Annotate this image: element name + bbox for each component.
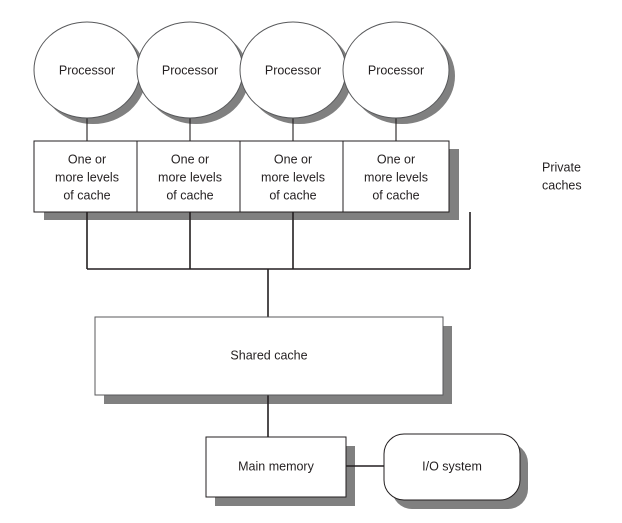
cache-1-box[interactable] bbox=[33, 140, 141, 213]
private-cache-group: One or more levels of cache One or more … bbox=[33, 140, 450, 213]
cache-2-line-3: of cache bbox=[166, 188, 213, 202]
cache-3-box[interactable] bbox=[239, 140, 347, 213]
cache-4-line-1: One or bbox=[377, 152, 415, 166]
cache-1-line-1: One or bbox=[68, 152, 106, 166]
main-memory-label: Main memory bbox=[238, 459, 314, 473]
private-caches-annotation: Private caches bbox=[542, 160, 582, 192]
cache-4-line-2: more levels bbox=[364, 170, 428, 184]
cache-4-line-3: of cache bbox=[372, 188, 419, 202]
cache-3-line-2: more levels bbox=[261, 170, 325, 184]
cache-2-line-2: more levels bbox=[158, 170, 222, 184]
processor-4-label: Processor bbox=[368, 63, 424, 77]
private-caches-label-line-1: Private bbox=[542, 160, 581, 174]
processor-3-label: Processor bbox=[265, 63, 321, 77]
connector-layer bbox=[86, 118, 471, 467]
processor-4[interactable]: Processor bbox=[342, 21, 450, 119]
shared-cache-label: Shared cache bbox=[230, 348, 307, 362]
main-memory-box[interactable] bbox=[205, 436, 347, 498]
cache-3-line-1: One or bbox=[274, 152, 312, 166]
private-caches-label-line-2: caches bbox=[542, 178, 582, 192]
processor-2-label: Processor bbox=[162, 63, 218, 77]
processor-2[interactable]: Processor bbox=[136, 21, 244, 119]
cache-1[interactable]: One or more levels of cache bbox=[33, 140, 141, 213]
io-system-box[interactable] bbox=[383, 433, 521, 501]
cache-2-line-1: One or bbox=[171, 152, 209, 166]
cache-3-line-3: of cache bbox=[269, 188, 316, 202]
cache-1-line-3: of cache bbox=[63, 188, 110, 202]
processor-4-circle[interactable] bbox=[342, 21, 450, 119]
processor-group: Processor Processor Processor Processor bbox=[33, 21, 450, 119]
cache-1-line-2: more levels bbox=[55, 170, 119, 184]
io-system[interactable]: I/O system bbox=[383, 433, 521, 501]
processor-1-label: Processor bbox=[59, 63, 115, 77]
cache-4[interactable]: One or more levels of cache bbox=[342, 140, 450, 213]
processor-1[interactable]: Processor bbox=[33, 21, 141, 119]
cache-3[interactable]: One or more levels of cache bbox=[239, 140, 347, 213]
shared-cache[interactable]: Shared cache bbox=[94, 316, 444, 396]
io-system-label: I/O system bbox=[422, 459, 482, 473]
cache-2[interactable]: One or more levels of cache bbox=[136, 140, 244, 213]
cache-4-box[interactable] bbox=[342, 140, 450, 213]
cache-2-box[interactable] bbox=[136, 140, 244, 213]
processor-3[interactable]: Processor bbox=[239, 21, 347, 119]
main-memory[interactable]: Main memory bbox=[205, 436, 347, 498]
shared-cache-box[interactable] bbox=[94, 316, 444, 396]
